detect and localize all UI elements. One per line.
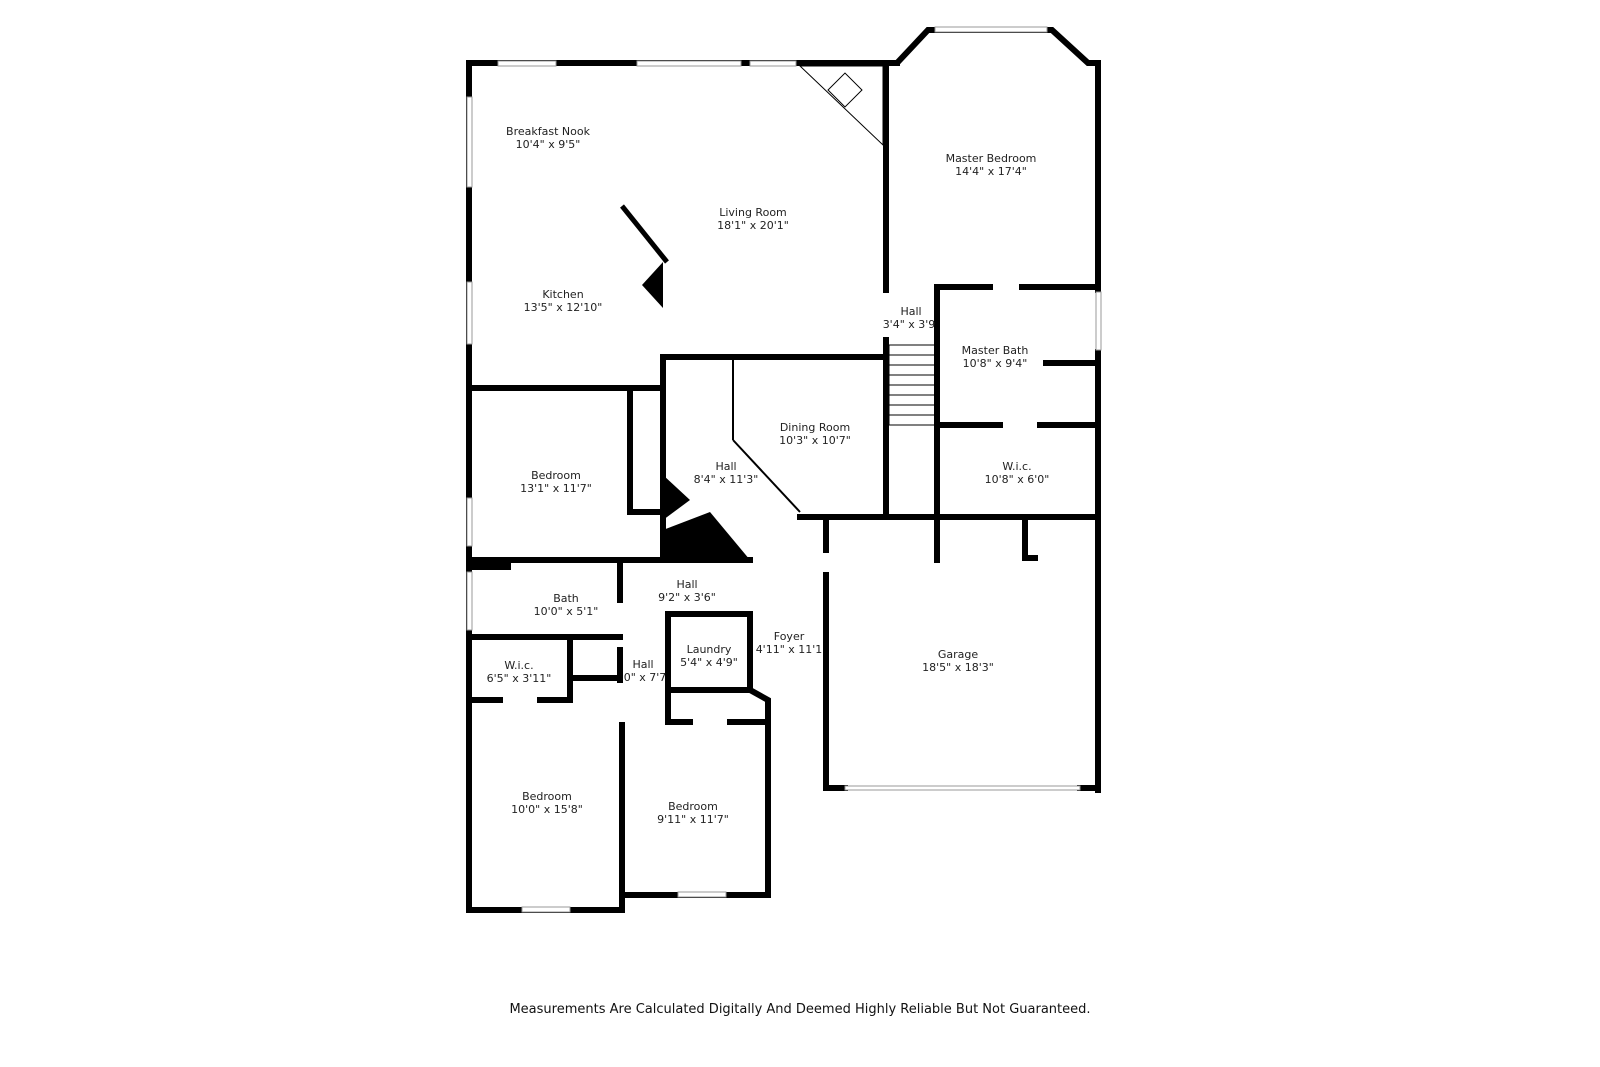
room-size: 9'11" x 11'7" (657, 813, 729, 826)
room-name: W.i.c. (504, 659, 533, 672)
disclaimer-text: Measurements Are Calculated Digitally An… (509, 1002, 1091, 1017)
room-name: W.i.c. (1002, 460, 1031, 473)
room-name: Hall (715, 460, 736, 473)
room-size: 8'4" x 11'3" (694, 473, 759, 486)
walls (466, 26, 1102, 913)
staircase (888, 344, 936, 426)
room-name: Hall (676, 578, 697, 591)
room-size: 10'3" x 10'7" (779, 434, 851, 447)
room-size: 18'5" x 18'3" (922, 661, 994, 674)
room-size: 13'1" x 11'7" (520, 482, 592, 495)
room-name: Bedroom (522, 790, 572, 803)
room-size: 10'4" x 9'5" (516, 138, 581, 151)
room-size: 10'8" x 9'4" (963, 357, 1028, 370)
fireplace (798, 65, 884, 147)
room-name: Foyer (774, 630, 805, 643)
room-name: Laundry (687, 643, 732, 656)
room-name: Hall (632, 658, 653, 671)
room-name: Bedroom (531, 469, 581, 482)
room-name: Garage (938, 648, 979, 661)
room-name: Dining Room (780, 421, 850, 434)
room-name: Master Bedroom (946, 152, 1037, 165)
room-size: 10'8" x 6'0" (985, 473, 1050, 486)
room-name: Bedroom (668, 800, 718, 813)
room-name: Bath (553, 592, 579, 605)
room-size: 6'5" x 3'11" (487, 672, 552, 685)
room-name: Living Room (719, 206, 787, 219)
room-size: 9'2" x 3'6" (658, 591, 716, 604)
room-size: 0" x 7'7 (624, 671, 667, 684)
room-size: 3'4" x 3'9 (883, 318, 936, 331)
room-labels: Breakfast Nook 10'4" x 9'5" Living Room … (487, 125, 1050, 826)
room-size: 14'4" x 17'4" (955, 165, 1027, 178)
room-size: 4'11" x 11'1 (756, 643, 823, 656)
room-size: 10'0" x 15'8" (511, 803, 583, 816)
room-name: Hall (900, 305, 921, 318)
room-size: 10'0" x 5'1" (534, 605, 599, 618)
room-size: 13'5" x 12'10" (524, 301, 603, 314)
room-name: Master Bath (962, 344, 1029, 357)
room-name: Kitchen (542, 288, 583, 301)
room-size: 5'4" x 4'9" (680, 656, 738, 669)
room-size: 18'1" x 20'1" (717, 219, 789, 232)
room-name: Breakfast Nook (506, 125, 591, 138)
